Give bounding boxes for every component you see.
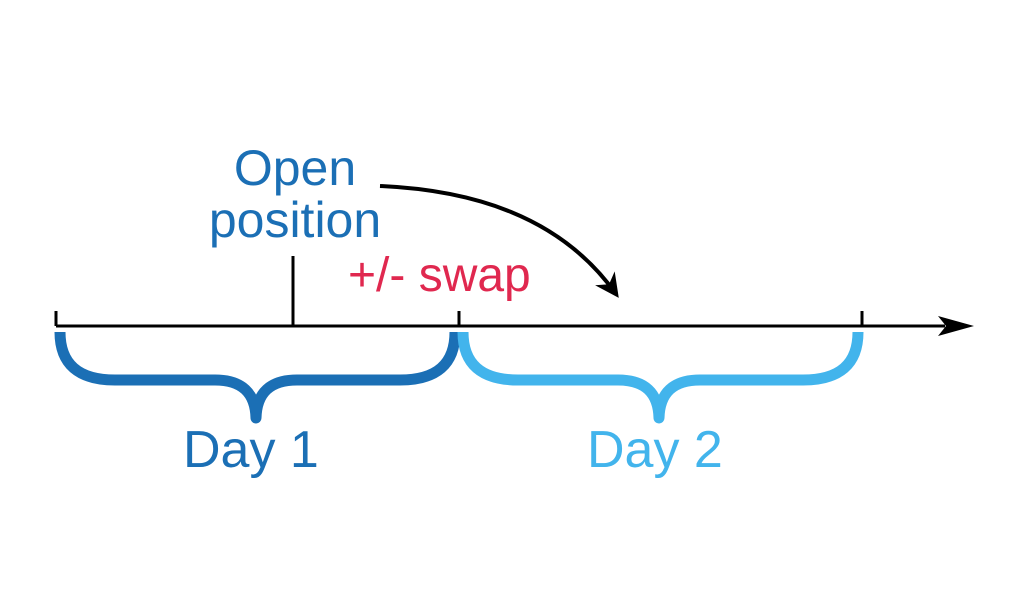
timeline-arrowhead [938,316,974,336]
day2-label: Day 2 [587,421,723,479]
swap-curved-arrow [379,184,619,298]
day1-label: Day 1 [183,421,319,479]
day2-brace [457,331,864,424]
day1-brace [54,331,461,424]
swap-label: +/- swap [348,249,531,302]
open-position-label: Open position [208,140,382,248]
